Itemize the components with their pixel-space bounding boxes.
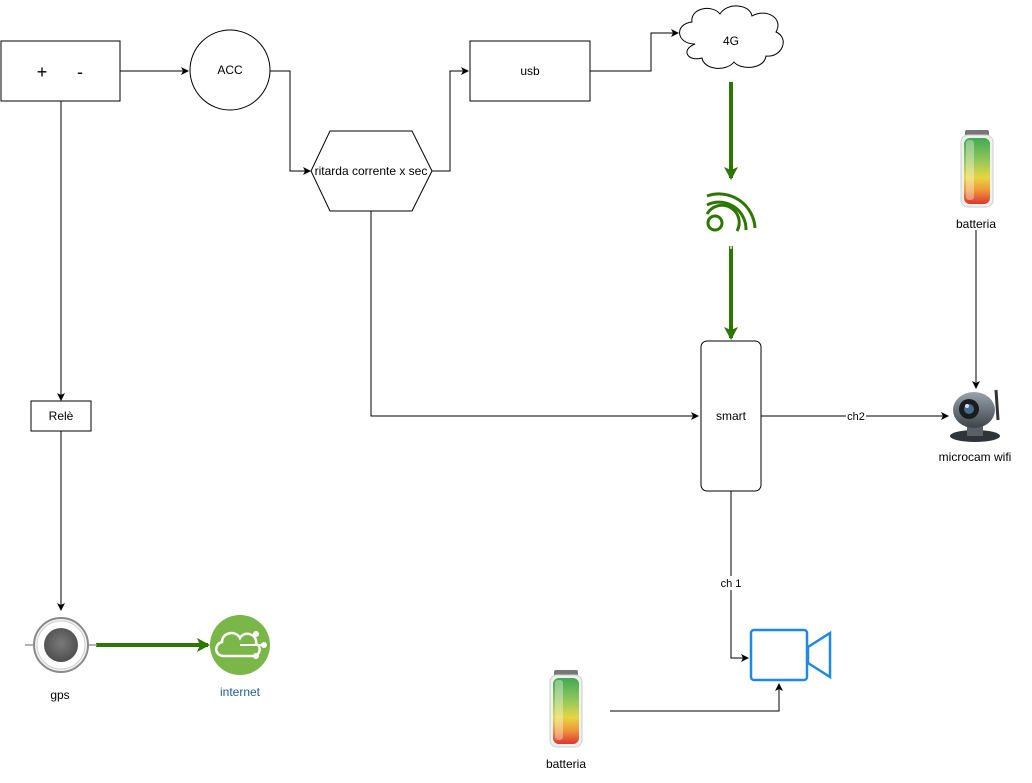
microcam-label: microcam wifi [939, 450, 1012, 464]
edge-smart-videocam [730, 491, 749, 662]
videocam-node[interactable] [749, 628, 832, 682]
internet-cloud-icon [210, 615, 270, 675]
battery-top-node[interactable]: batteria [956, 130, 996, 231]
microcam-node[interactable]: microcam wifi [939, 389, 1012, 464]
wifi-label: wifi [725, 241, 740, 252]
battery-icon [960, 130, 994, 208]
edges [57, 29, 980, 712]
edge-label-ch1: ch 1 [721, 578, 742, 590]
usb-label: usb [520, 64, 540, 78]
battery-icon [549, 670, 583, 748]
edge-label-ch2-group: ch2 [846, 409, 866, 423]
edge-label-ch1-group: ch 1 [719, 576, 743, 590]
edge-delay-smart [370, 211, 699, 420]
internet-label: internet [220, 685, 261, 699]
ip-camera-icon [950, 389, 1000, 442]
usb-node[interactable]: usb [469, 40, 591, 102]
battery-top-label: batteria [956, 217, 996, 231]
edge-usb-4g [590, 29, 679, 72]
power-plus-label: + [37, 62, 48, 82]
delay-label: ritarda corrente x sec [315, 164, 428, 178]
power-node[interactable]: + - [0, 40, 121, 102]
smart-label: smart [716, 409, 747, 423]
acc-label: ACC [217, 63, 243, 77]
gps-icon [25, 617, 97, 673]
smart-node[interactable]: smart [700, 340, 762, 492]
gps-node[interactable]: gps [25, 617, 97, 702]
internet-node[interactable]: internet [210, 615, 270, 699]
edge-label-ch2: ch2 [847, 411, 865, 423]
edge-acc-delay [270, 70, 311, 175]
cloud-4g-label: 4G [723, 34, 739, 48]
rele-label: Relè [49, 409, 74, 423]
edge-delay-usb [432, 67, 469, 172]
battery-bottom-node[interactable]: batteria [546, 670, 586, 771]
cloud-4g-node[interactable]: 4G [679, 5, 784, 69]
edge-battery-videocam [610, 683, 783, 712]
rele-node[interactable]: Relè [30, 400, 92, 432]
video-camera-icon [749, 628, 832, 682]
power-minus-label: - [77, 62, 83, 82]
wifi-icon [705, 192, 757, 232]
gps-label: gps [50, 688, 69, 702]
wifi-node[interactable]: wifi [705, 192, 757, 252]
delay-node[interactable]: ritarda corrente x sec [310, 130, 433, 212]
battery-bottom-label: batteria [546, 757, 586, 771]
acc-node[interactable]: ACC [189, 29, 271, 111]
